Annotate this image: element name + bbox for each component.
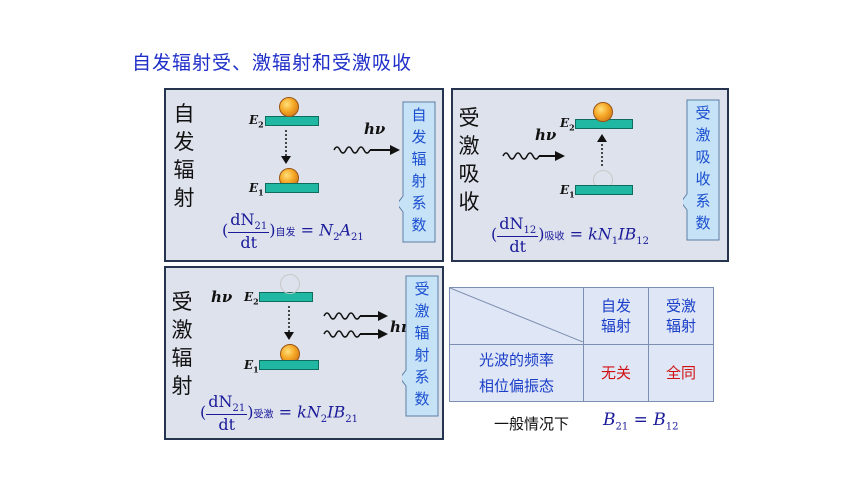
- transition-arrow-icon: [597, 134, 607, 168]
- row-label: 光波的频率相位偏振态: [449, 344, 584, 402]
- energy-level-e2-label: E2: [244, 290, 259, 307]
- energy-level-e1: [259, 360, 319, 370]
- energy-level-e1-label: E1: [560, 183, 575, 200]
- absorption-label: 受 激 吸 收: [458, 106, 480, 214]
- energy-level-e2-label: E2: [560, 116, 575, 133]
- electron-upper-icon: [279, 97, 299, 117]
- coefficient-callout: 受 激 吸 收 系 数: [683, 98, 723, 244]
- energy-level-e1-label: E1: [249, 181, 264, 198]
- energy-level-e2: [265, 116, 319, 126]
- coefficient-callout: 受 激 辐 射 系 数: [402, 274, 442, 420]
- value-spontaneous: 无关: [583, 344, 649, 402]
- comparison-table: 自发辐射 受激辐射 光波的频率相位偏振态 无关 全同: [449, 287, 714, 402]
- photon-wave-icon: [333, 145, 400, 155]
- electron-upper-icon: [593, 102, 613, 122]
- incident-photon-label: hν: [211, 288, 233, 306]
- coefficient-equality-formula: B21 = B12: [603, 410, 679, 433]
- transition-arrow-icon: [284, 306, 294, 340]
- header-spontaneous: 自发辐射: [583, 287, 649, 345]
- stimulated-label: 受 激 辐 射: [171, 290, 193, 398]
- photon-wave-icon: [502, 151, 565, 161]
- electron-vacancy-icon: [280, 274, 300, 294]
- photon-waves-icon: [323, 311, 388, 339]
- header-stimulated: 受激辐射: [648, 287, 714, 345]
- photon-energy-label: hν: [535, 126, 557, 144]
- energy-level-e2-label: E2: [249, 113, 264, 130]
- photon-energy-label: hν: [364, 120, 386, 138]
- energy-level-e1: [265, 183, 319, 193]
- panel-stimulated-emission: 受 激 辐 射 hν E2 E1 hν 受 激 辐 射 系 数 (dN21: [164, 266, 444, 440]
- value-stimulated: 全同: [648, 344, 714, 402]
- spontaneous-label: 自 发 辐 射: [173, 102, 195, 210]
- energy-level-e1-label: E1: [244, 358, 259, 375]
- corner-cell: [449, 287, 584, 345]
- footnote-text: 一般情况下: [494, 415, 570, 433]
- energy-level-e1: [575, 185, 633, 195]
- page-title: 自发辐射受、激辐射和受激吸收: [132, 52, 413, 74]
- coefficient-callout: 自 发 辐 射 系 数: [399, 100, 439, 246]
- transition-arrow-icon: [281, 130, 291, 164]
